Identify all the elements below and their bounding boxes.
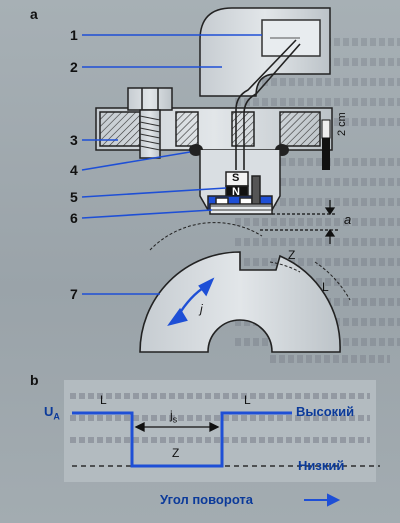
dashed-arc bbox=[269, 261, 301, 273]
callout-6: 6 bbox=[70, 210, 78, 226]
scale-bar bbox=[322, 120, 330, 170]
callout-leaders bbox=[81, 34, 262, 295]
bleed-text-line bbox=[235, 218, 400, 226]
axis-arrow bbox=[304, 493, 341, 507]
high-level-text: Высокий bbox=[296, 404, 355, 419]
mounting-flange bbox=[95, 107, 333, 151]
width-label: js bbox=[170, 408, 178, 425]
sensor-wire bbox=[235, 39, 297, 170]
bleed-text-line bbox=[235, 78, 400, 86]
bleed-text-line bbox=[235, 258, 400, 266]
signal-axis-label: UA bbox=[44, 404, 60, 422]
air-gap-label: a bbox=[344, 212, 352, 227]
sensor-wire bbox=[243, 43, 301, 170]
bleed-text-line bbox=[235, 198, 400, 206]
high-level-left-label: L bbox=[100, 393, 107, 407]
bleed-text-line bbox=[235, 178, 400, 186]
callout-5: 5 bbox=[70, 189, 78, 205]
bleed-text-line bbox=[270, 355, 390, 363]
dashed-arc bbox=[149, 222, 263, 251]
connector-housing bbox=[199, 7, 331, 97]
rotor-gap-label: Z bbox=[288, 248, 296, 262]
bleed-text-line bbox=[235, 238, 400, 246]
signal-plot-ghost bbox=[70, 393, 370, 443]
callout-1: 1 bbox=[70, 27, 78, 43]
callout-7: 7 bbox=[70, 286, 78, 302]
rotor-tooth-label: L bbox=[322, 280, 329, 294]
low-level-gap-label: Z bbox=[172, 446, 180, 460]
magnet-north-label: N bbox=[232, 186, 240, 198]
signal-waveform bbox=[72, 411, 292, 468]
magnet-south-label: S bbox=[232, 172, 240, 184]
bleed-text-line bbox=[235, 98, 400, 106]
callout-4: 4 bbox=[70, 162, 78, 178]
rotation-arrow bbox=[167, 277, 215, 326]
bolt bbox=[127, 87, 173, 159]
bleed-text-line bbox=[235, 278, 400, 286]
rotation-label: j bbox=[200, 302, 203, 316]
scale-label: 2 cm bbox=[336, 112, 348, 136]
callout-2: 2 bbox=[70, 59, 78, 75]
panel-a-label: a bbox=[30, 6, 38, 22]
high-level-right-label: L bbox=[244, 393, 251, 407]
sensor-body bbox=[199, 150, 281, 215]
rotation-angle-axis-label: Угол поворота bbox=[160, 492, 254, 507]
bleed-text-line bbox=[235, 158, 400, 166]
callout-3: 3 bbox=[70, 132, 78, 148]
trigger-wheel bbox=[139, 251, 341, 353]
panel-b-label: b bbox=[30, 372, 39, 388]
air-gap-marker bbox=[260, 200, 340, 244]
width-dimension bbox=[134, 421, 220, 433]
dashed-arc bbox=[314, 261, 351, 301]
low-level-text: Низкий bbox=[298, 458, 345, 473]
